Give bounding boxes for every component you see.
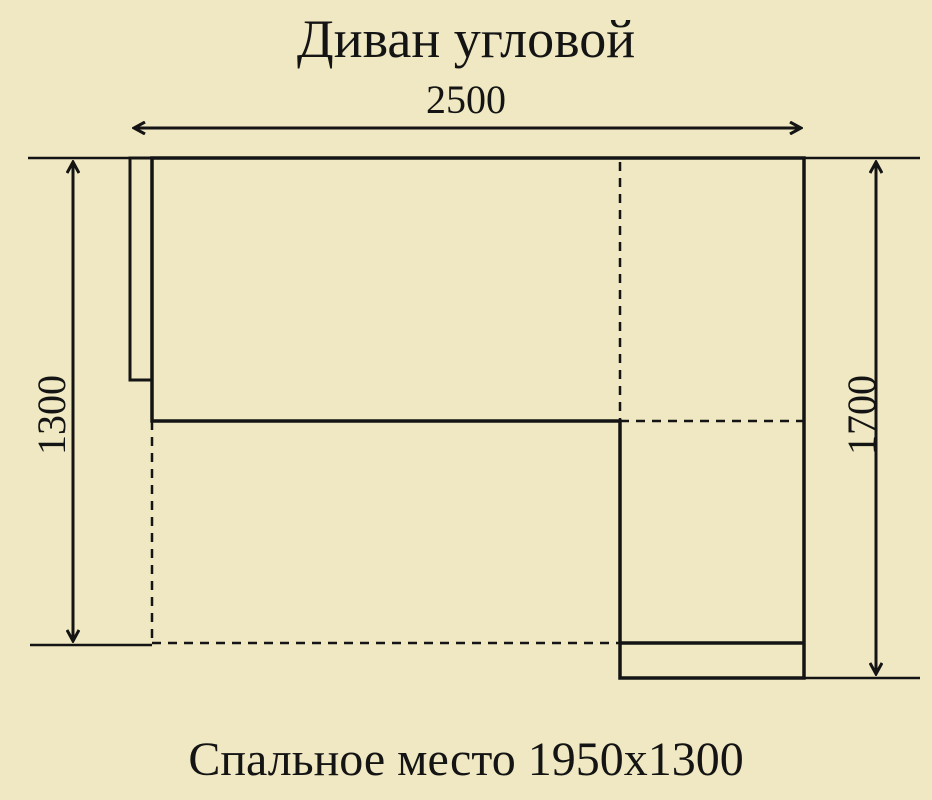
- width-dimension-value: 2500: [426, 77, 506, 122]
- left-height-dimension-label: 1300: [29, 375, 74, 455]
- left-armrest: [128, 156, 154, 382]
- diagram-title: Диван угловой: [296, 9, 636, 69]
- width-dimension-label: 2500: [0, 80, 932, 120]
- sleeping-area-dashed-lines: [150, 162, 804, 645]
- right-height-dimension-label: 1700: [839, 375, 884, 455]
- sofa-outline: [150, 156, 806, 680]
- sleeping-area-caption: Спальное место 1950x1300: [188, 733, 744, 786]
